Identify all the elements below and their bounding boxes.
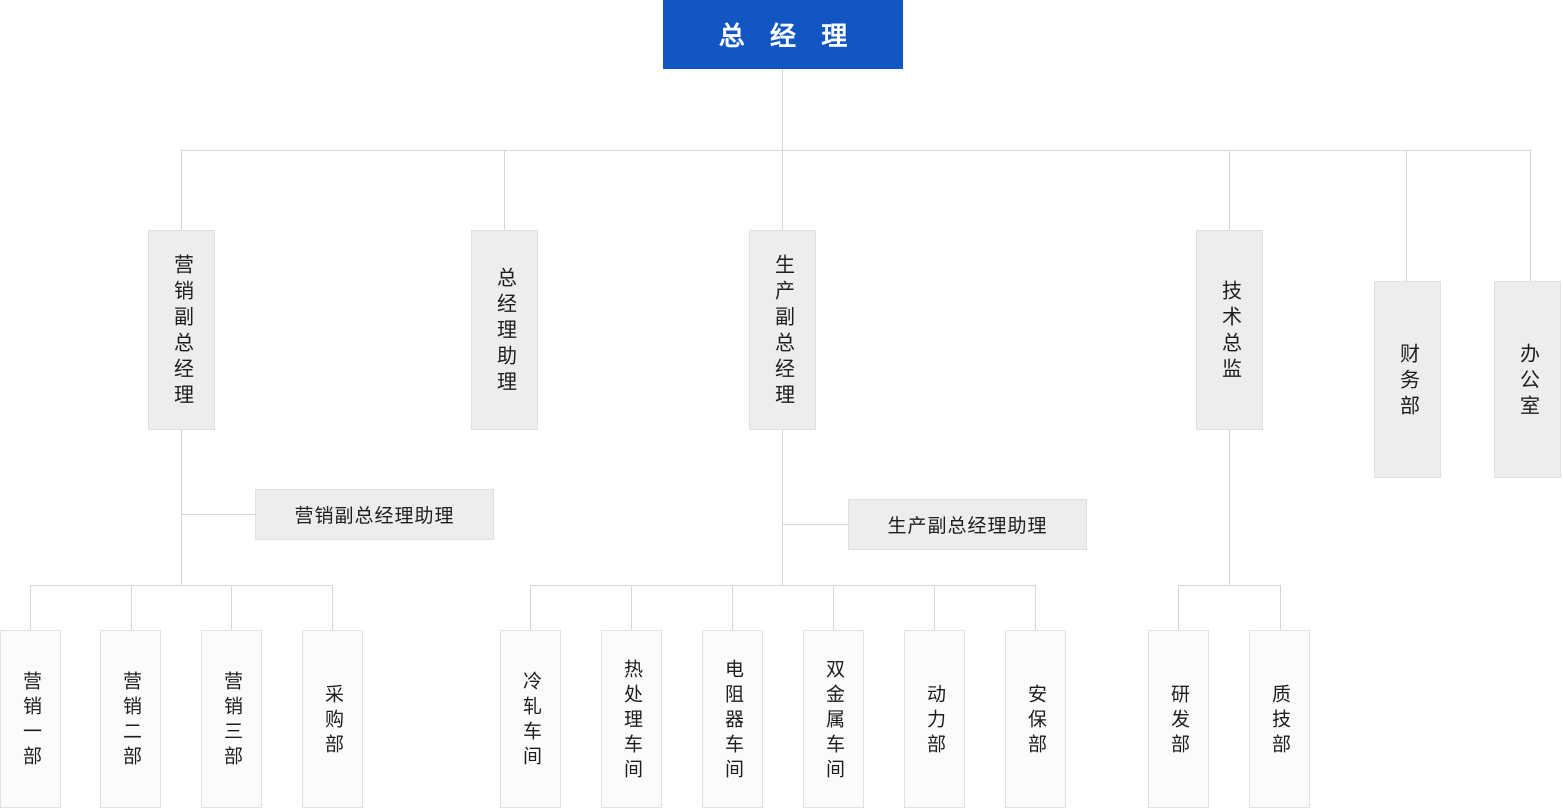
node-production-vp[interactable]: 生产副总经理 xyxy=(749,230,816,430)
connector-drop-resistor xyxy=(732,585,733,630)
node-label: 生产副总经理 xyxy=(771,254,794,410)
node-cold-rolling[interactable]: 冷轧车间 xyxy=(500,630,561,808)
node-marketing-vp[interactable]: 营销副总经理 xyxy=(148,230,215,430)
connector-drop-production-vp xyxy=(782,150,783,230)
node-label: 总 经 理 xyxy=(718,21,857,51)
connector-drop-purchasing xyxy=(332,585,333,630)
connector-drop-security xyxy=(1035,585,1036,630)
node-security[interactable]: 安保部 xyxy=(1005,630,1066,808)
node-label: 办公室 xyxy=(1516,342,1539,421)
connector-drop-sales-1 xyxy=(30,585,31,630)
connector-drop-sales-2 xyxy=(131,585,132,630)
node-label: 质技部 xyxy=(1269,683,1290,759)
node-label: 总经理助理 xyxy=(493,267,516,397)
connector-marketing-stem xyxy=(181,430,182,585)
node-label: 营销二部 xyxy=(120,671,141,771)
node-label: 研发部 xyxy=(1168,683,1189,759)
connector-drop-rnd xyxy=(1178,585,1179,630)
connector-tech-stem xyxy=(1229,430,1230,585)
node-gm-assistant[interactable]: 总经理助理 xyxy=(471,230,538,430)
connector-drop-finance xyxy=(1406,150,1407,281)
connector-drop-tech-director xyxy=(1229,150,1230,230)
node-power[interactable]: 动力部 xyxy=(904,630,965,808)
node-label: 动力部 xyxy=(924,683,945,759)
connector-root-stem xyxy=(782,69,783,150)
node-label: 冷轧车间 xyxy=(520,671,541,771)
connector-marketing-assistant-stub xyxy=(181,514,255,515)
node-quality[interactable]: 质技部 xyxy=(1249,630,1310,808)
connector-drop-office xyxy=(1530,150,1531,281)
node-resistor[interactable]: 电阻器车间 xyxy=(702,630,763,808)
node-label: 营销副总经理 xyxy=(170,254,193,410)
node-label: 采购部 xyxy=(322,683,343,759)
node-label: 营销三部 xyxy=(221,671,242,771)
connector-production-bus xyxy=(530,585,1035,586)
node-office-dept[interactable]: 办公室 xyxy=(1494,281,1561,478)
connector-main-bus xyxy=(181,150,1531,151)
node-label: 营销一部 xyxy=(20,671,41,771)
node-sales-1[interactable]: 营销一部 xyxy=(0,630,61,808)
node-tech-director[interactable]: 技术总监 xyxy=(1196,230,1263,430)
connector-drop-bimetal xyxy=(833,585,834,630)
connector-drop-marketing-vp xyxy=(181,150,182,230)
connector-drop-heat-treatment xyxy=(631,585,632,630)
node-bimetal[interactable]: 双金属车间 xyxy=(803,630,864,808)
connector-drop-gm-assistant xyxy=(504,150,505,230)
node-heat-treatment[interactable]: 热处理车间 xyxy=(601,630,662,808)
connector-drop-cold-rolling xyxy=(530,585,531,630)
node-label: 安保部 xyxy=(1025,683,1046,759)
node-sales-2[interactable]: 营销二部 xyxy=(100,630,161,808)
node-sales-3[interactable]: 营销三部 xyxy=(201,630,262,808)
node-label: 生产副总经理助理 xyxy=(887,516,1048,537)
node-label: 电阻器车间 xyxy=(722,658,743,784)
node-label: 营销副总经理助理 xyxy=(294,506,455,527)
node-label: 财务部 xyxy=(1396,342,1419,421)
connector-tech-bus xyxy=(1178,585,1280,586)
connector-drop-sales-3 xyxy=(231,585,232,630)
node-rnd[interactable]: 研发部 xyxy=(1148,630,1209,808)
node-label: 热处理车间 xyxy=(621,658,642,784)
node-label: 技术总监 xyxy=(1218,280,1241,384)
connector-marketing-bus xyxy=(30,585,332,586)
connector-drop-power xyxy=(934,585,935,630)
node-marketing-vp-assistant[interactable]: 营销副总经理助理 xyxy=(255,489,494,540)
node-production-vp-assistant[interactable]: 生产副总经理助理 xyxy=(848,499,1087,550)
node-purchasing[interactable]: 采购部 xyxy=(302,630,363,808)
connector-production-stem xyxy=(782,430,783,585)
node-finance-dept[interactable]: 财务部 xyxy=(1374,281,1441,478)
node-general-manager[interactable]: 总 经 理 xyxy=(663,0,903,69)
connector-drop-quality xyxy=(1280,585,1281,630)
connector-production-assistant-stub xyxy=(782,524,848,525)
node-label: 双金属车间 xyxy=(823,658,844,784)
